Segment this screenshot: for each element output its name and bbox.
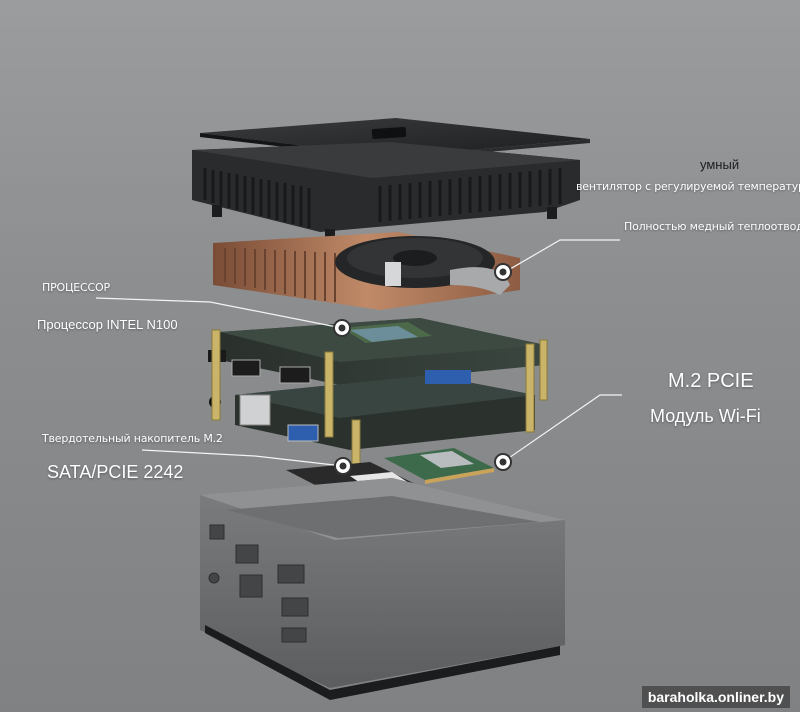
wifi-module bbox=[384, 448, 494, 484]
ssd-heading-label: Твердотельный накопитель M.2 bbox=[42, 432, 223, 445]
copper-heatsink bbox=[213, 232, 520, 310]
leader-lines bbox=[95, 239, 622, 467]
m2-pcie-label: M.2 PCIE bbox=[668, 370, 754, 392]
ssd-interface-label: SATA/PCIE 2242 bbox=[47, 462, 184, 482]
cpu-model-label: Процессор INTEL N100 bbox=[37, 317, 178, 332]
fan-description-label: вентилятор с регулируемой температурой bbox=[576, 180, 800, 193]
callout-dot-icon bbox=[494, 263, 512, 281]
watermark: baraholka.onliner.by bbox=[641, 686, 790, 708]
cpu-board bbox=[208, 318, 545, 385]
fan-title-label: умный bbox=[700, 157, 740, 172]
callout-dot-icon bbox=[494, 453, 512, 471]
upper-shell bbox=[192, 142, 580, 241]
callout-dot-icon bbox=[334, 457, 352, 475]
wifi-module-label: Модуль Wi-Fi bbox=[650, 406, 761, 426]
io-board bbox=[209, 370, 535, 450]
chassis bbox=[200, 478, 565, 700]
cpu-heading-label: ПРОЦЕССОР bbox=[42, 281, 110, 294]
heatpipe-label: Полностью медный теплоотвод bbox=[624, 220, 800, 233]
callout-dot-icon bbox=[333, 319, 351, 337]
